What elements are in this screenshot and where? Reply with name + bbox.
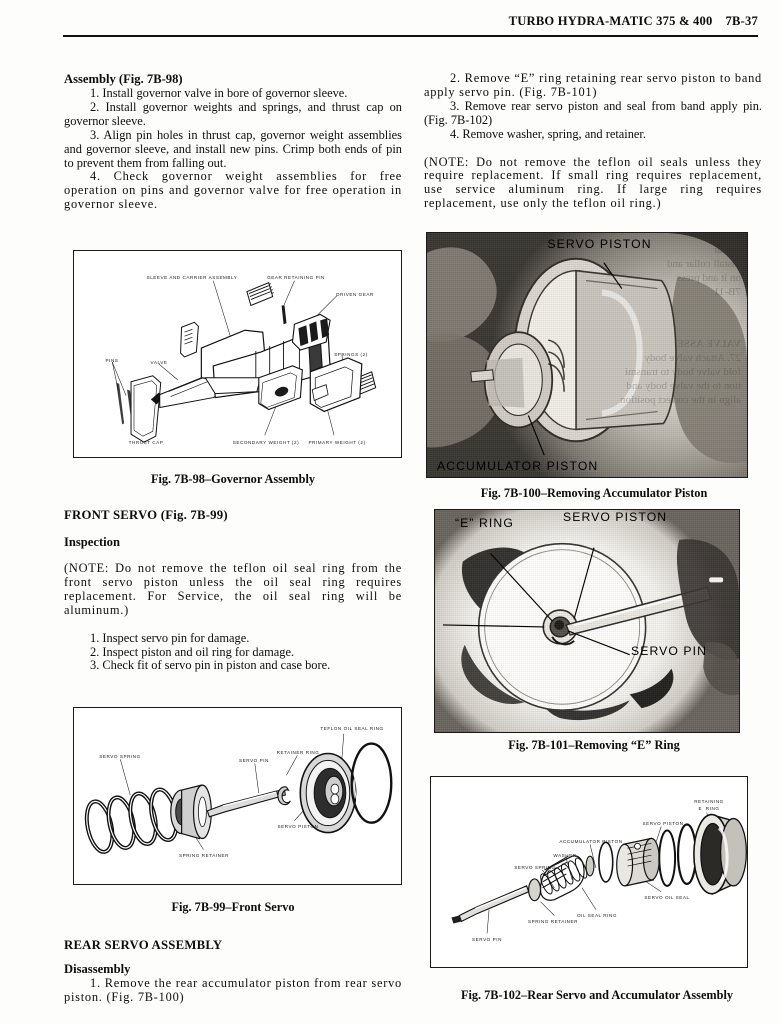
disassembly-step-1: 1. Remove the rear accumulator piston fr… [64,976,402,1004]
page-number: 7B-37 [725,14,758,28]
assembly-step-4: 4. Check governor weight assemblies for … [64,169,402,212]
left-column-lower: FRONT SERVO (Fig. 7B-99) Inspection (NOT… [64,508,402,673]
inspection-heading: Inspection [64,535,120,549]
label-servo-oil-seal: SERVO OIL SEAL [644,895,690,900]
label-oil-seal-ring: OIL SEAL RING [577,913,617,918]
photo-label-servo-piston-101: SERVO PISTON [563,510,668,524]
header-rule [63,35,758,38]
caption-7b-102: Fig. 7B-102–Rear Servo and Accumulator A… [460,988,734,1002]
photo-grain-2 [435,510,739,732]
caption-7b-101: Fig. 7B-101–Removing “E” Ring [508,738,680,752]
photo-7b-101-shapes [442,539,739,721]
inspection-step-3: 3. Check fit of servo pin in piston and … [90,658,331,673]
photo-label-accumulator-piston: ACCUMULATOR PISTON [437,459,599,473]
photo-grain [427,233,747,477]
figure-7b-99: TEFLON OIL SEAL RING RETAINER RING SERVO… [73,707,402,885]
label-pins: PINS [105,358,119,363]
photo-label-servo-piston: SERVO PISTON [547,237,652,251]
label-thrust-cap: THRUST CAP [128,440,164,445]
assembly-step-1: 1. Install governor valve in bore of gov… [90,86,348,100]
label-servo-piston-102: SERVO PISTON [642,821,684,826]
front-servo-art [84,733,393,854]
inspection-note: (NOTE: Do not remove the teflon oil seal… [64,561,402,617]
label-retainer-ring: RETAINER RING [276,750,320,755]
label-spring-retainer-102: SPRING RETAINER [527,919,579,924]
label-driven-gear: DRIVEN GEAR [336,292,374,297]
label-springs: SPRINGS (2) [334,352,368,357]
figure-7b-98: SLEEVE AND CARRIER ASSEMBLY GEAR RETAINI… [73,250,402,458]
rear-servo-step-3: 3. Remove rear servo piston and seal fro… [424,98,762,127]
rear-servo-step-2: 2. Remove “E” ring retaining rear servo … [424,71,762,99]
label-valve: VALVE [150,360,168,365]
label-teflon-oil-seal-ring: TEFLON OIL SEAL RING [320,726,384,731]
rear-servo-accumulator-art [451,812,747,934]
label-servo-pin: SERVO PIN [239,758,269,763]
book-title: TURBO HYDRA-MATIC 375 & 400 [508,14,713,28]
assembly-heading: Assembly (Fig. 7B-98) [64,72,183,86]
left-column: Assembly (Fig. 7B-98) 1. Install governo… [64,72,402,212]
label-servo-spring: SERVO SPRING [99,754,141,759]
assembly-step-2: 2. Install governor weights and springs,… [64,99,402,128]
disassembly-heading: Disassembly [64,962,131,976]
caption-7b-99: Fig. 7B-99–Front Servo [171,900,295,914]
label-sleeve-and-carrier-assembly: SLEEVE AND CARRIER ASSEMBLY [146,275,238,280]
rear-servo-step-4: 4. Remove washer, spring, and retainer. [450,126,646,141]
label-primary-weight: PRIMARY WEIGHT (2) [308,440,366,445]
photo-label-e-ring: “E” RING [455,516,514,530]
left-column-bottom: REAR SERVO ASSEMBLY Disassembly 1. Remov… [64,938,402,1005]
label-servo-piston: SERVO PISTON [277,824,319,829]
photo-7b-100-shapes [427,233,747,463]
label-servo-spring-102: SERVO SPRING [514,865,556,870]
label-gear-retaining-pin: GEAR RETAINING PIN [267,275,325,280]
caption-7b-100: Fig. 7B-100–Removing Accumulator Piston [480,486,708,500]
governor-assembly-art [111,280,377,443]
photo-removing-e-ring [435,510,739,732]
running-head: TURBO HYDRA-MATIC 375 & 400 7B-37 [0,14,758,29]
rear-servo-heading: REAR SERVO ASSEMBLY [64,938,223,952]
label-servo-pin-102: SERVO PIN [472,937,502,942]
right-column: 2. Remove “E” ring retaining rear servo … [424,71,762,211]
caption-7b-98: Fig. 7B-98–Governor Assembly [150,472,316,486]
front-servo-heading: FRONT SERVO (Fig. 7B-99) [64,508,228,522]
label-secondary-weight: SECONDARY WEIGHT (2) [232,440,300,445]
rear-servo-note: (NOTE: Do not remove the teflon oil seal… [424,154,762,211]
inspection-step-1: 1. Inspect servo pin for damage. [90,630,250,645]
inspection-step-2: 2. Inspect piston and oil ring for damag… [90,644,295,659]
label-washer: WASHER [553,853,577,858]
photo-label-servo-pin: SERVO PIN [631,644,708,658]
label-accumulator-piston-102: ACCUMULATOR PISTON [559,839,623,844]
assembly-step-3: 3. Align pin holes in thrust cap, govern… [64,127,402,170]
figure-7b-101: “E” RING SERVO PISTON SERVO PIN [434,509,740,733]
label-spring-retainer: SPRING RETAINER [178,853,230,858]
